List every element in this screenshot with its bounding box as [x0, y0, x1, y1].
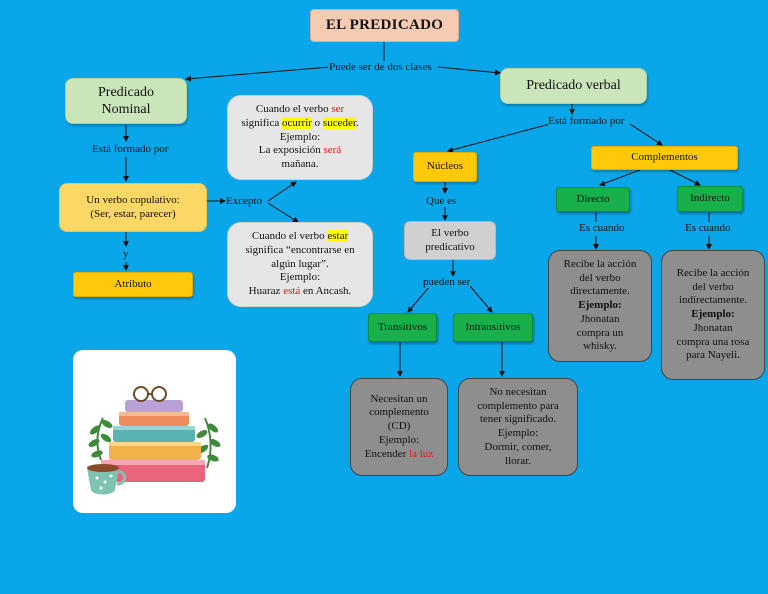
- books-illustration: [73, 350, 236, 513]
- directo-desc-line7: whisky.: [583, 340, 617, 353]
- excepcion-estar-box: Cuando el verbo estar significa “encontr…: [227, 222, 373, 307]
- intransitivos-box: Intransitivos: [453, 313, 533, 342]
- predicado-nominal-line2: Nominal: [101, 102, 151, 117]
- verbo-copulativo-box: Un verbo copulativo: (Ser, estar, parece…: [59, 183, 207, 232]
- directo-desc-line6: compra un: [576, 326, 624, 339]
- directo-desc-line4: Ejemplo:: [578, 299, 622, 312]
- page-title: EL PREDICADO: [310, 9, 459, 42]
- indirecto-desc-box: Recibe la acción del verbo indirectament…: [661, 250, 765, 380]
- label-puede-ser: Puede ser de dos clases: [328, 61, 433, 73]
- transitivos-box: Transitivos: [368, 313, 437, 342]
- directo-desc-box: Recibe la acción del verbo directamente.…: [548, 250, 652, 362]
- directo-desc-line3: directamente.: [570, 285, 630, 298]
- indirecto-desc-line7: para Nayeli.: [686, 349, 740, 362]
- transitivos-desc-line3: (CD): [387, 420, 411, 433]
- indirecto-desc-line2: del verbo: [692, 280, 734, 293]
- intransitivos-desc-box: No necesitan complemento para tener sign…: [458, 378, 578, 476]
- indirecto-desc-line3: indirectamente.: [678, 294, 748, 307]
- indirecto-desc-line1: Recibe la acción: [676, 266, 750, 279]
- intransitivos-desc-line3: tener significado.: [479, 413, 557, 426]
- excepcion-ser-line4: La exposición será: [258, 144, 342, 157]
- intransitivos-desc-line2: complemento para: [477, 399, 559, 412]
- excepcion-ser-line1: Cuando el verbo ser: [255, 103, 345, 116]
- excepcion-estar-line4: Ejemplo:: [279, 271, 321, 284]
- excepcion-estar-line3: algún lugar”.: [271, 257, 329, 270]
- directo-desc-line2: del verbo: [579, 271, 621, 284]
- predicado-nominal-line1: Predicado: [98, 84, 154, 100]
- label-es-cuando-indirecto: Es cuando: [685, 222, 731, 234]
- predicado-verbal-box: Predicado verbal: [500, 68, 647, 104]
- indirecto-box: Indirecto: [677, 186, 743, 212]
- directo-desc-line1: Recibe la acción: [563, 257, 637, 270]
- indirecto-desc-line6: compra una rosa: [676, 335, 750, 348]
- verbo-predicativo-box: El verbo predicativo: [404, 221, 496, 260]
- excepcion-estar-line2: significa “encontrarse en: [245, 243, 355, 256]
- excepcion-ser-line3: Ejemplo:: [279, 130, 321, 143]
- transitivos-desc-line2: complemento: [369, 406, 429, 419]
- indirecto-desc-line4: Ejemplo:: [691, 308, 735, 321]
- transitivos-desc-box: Necesitan un complemento (CD) Ejemplo: E…: [350, 378, 448, 476]
- label-esta-formado-nominal: Está formado por: [92, 143, 169, 155]
- directo-box: Directo: [556, 187, 630, 212]
- directo-desc-line5: Jhonatan: [580, 312, 620, 325]
- label-esta-formado-verbal: Está formado por: [548, 115, 625, 127]
- excepcion-estar-line5: Huaraz está en Ancash.: [248, 285, 352, 298]
- atributo-box: Atributo: [73, 272, 193, 297]
- verbo-predicativo-line1: El verbo: [431, 226, 469, 239]
- transitivos-desc-line1: Necesitan un: [370, 392, 428, 405]
- transitivos-desc-line4: Ejemplo:: [378, 433, 420, 446]
- excepcion-ser-line2: significa ocurrir o suceder.: [241, 116, 359, 129]
- intransitivos-desc-line4: Ejemplo:: [497, 427, 539, 439]
- complementos-box: Complementos: [591, 146, 738, 170]
- intransitivos-desc-line6: llorar.: [505, 454, 531, 467]
- label-excepto: Excepto: [226, 195, 263, 207]
- label-y: y: [123, 248, 129, 260]
- verbo-predicativo-line2: predicativo: [425, 240, 475, 253]
- verbo-copulativo-line2: (Ser, estar, parecer): [90, 207, 176, 220]
- nucleos-box: Núcleos: [413, 152, 477, 182]
- excepcion-estar-line1: Cuando el verbo estar: [251, 230, 349, 243]
- transitivos-desc-line5: Encender la luz: [364, 447, 434, 460]
- label-es-cuando-directo: Es cuando: [579, 222, 625, 234]
- books-teacup-icon: [87, 386, 221, 495]
- verbo-copulativo-line1: Un verbo copulativo:: [86, 193, 180, 206]
- excepcion-ser-box: Cuando el verbo ser significa ocurrir o …: [227, 95, 373, 180]
- intransitivos-desc-line1: No necesitan: [489, 385, 547, 398]
- intransitivos-desc-line5: Dormir, comer,: [484, 440, 552, 453]
- excepcion-ser-line5: mañana.: [281, 158, 319, 171]
- label-que-es: Que es: [426, 195, 457, 207]
- indirecto-desc-line5: Jhonatan: [693, 321, 733, 334]
- predicado-nominal-box: Predicado Nominal: [65, 78, 187, 124]
- label-pueden-ser: pueden ser: [423, 276, 471, 288]
